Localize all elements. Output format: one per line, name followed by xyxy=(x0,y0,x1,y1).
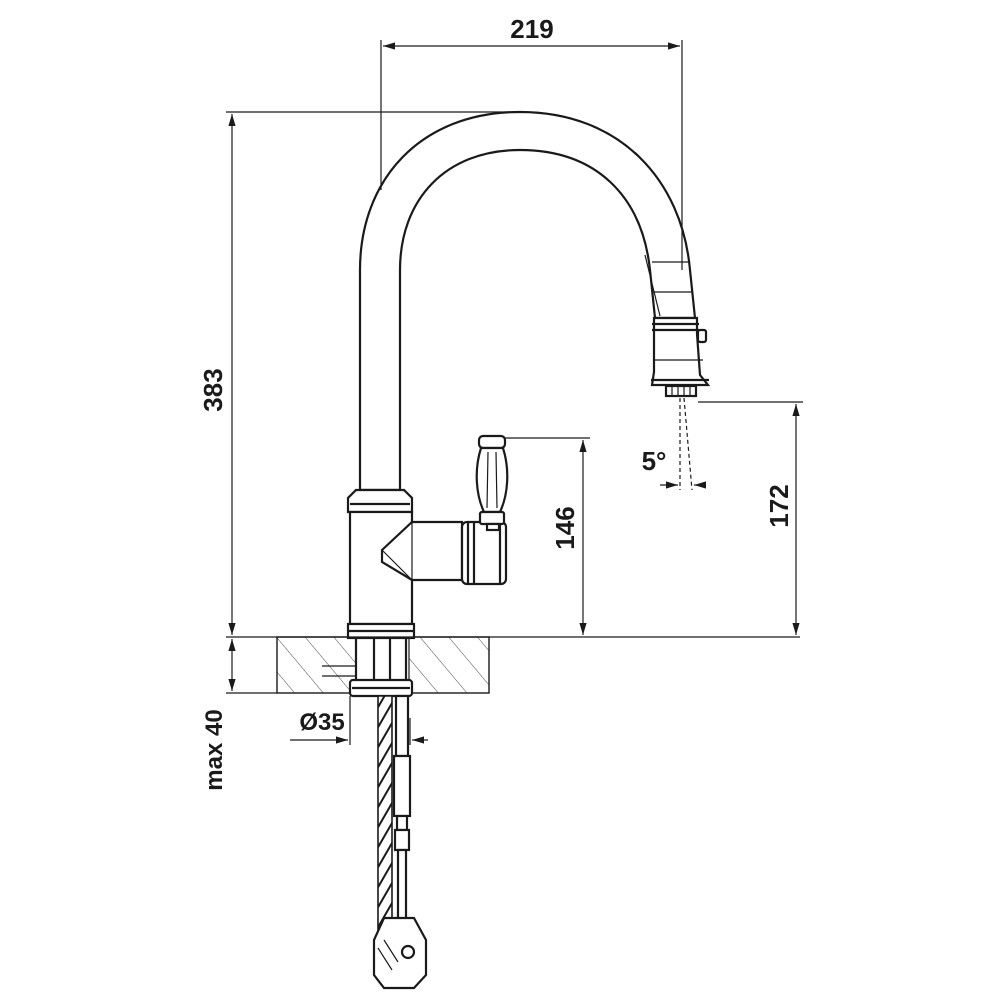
deck-thickness-label: max 40 xyxy=(201,709,228,790)
handle-height-dimension-label: 146 xyxy=(550,506,580,549)
gooseneck-spout xyxy=(358,110,697,492)
handle-lever xyxy=(475,434,509,532)
hole-diameter-label: Ø35 xyxy=(299,709,344,736)
outlet-height-dimension-label: 172 xyxy=(764,484,794,527)
dimension-lines xyxy=(226,40,803,745)
angle-dimension-label: 5° xyxy=(642,446,667,476)
height-dimension-label: 383 xyxy=(198,368,228,411)
underside-assembly xyxy=(348,636,428,990)
spray-head xyxy=(650,316,711,398)
width-dimension-label: 219 xyxy=(510,14,553,44)
faucet-body xyxy=(346,488,508,640)
